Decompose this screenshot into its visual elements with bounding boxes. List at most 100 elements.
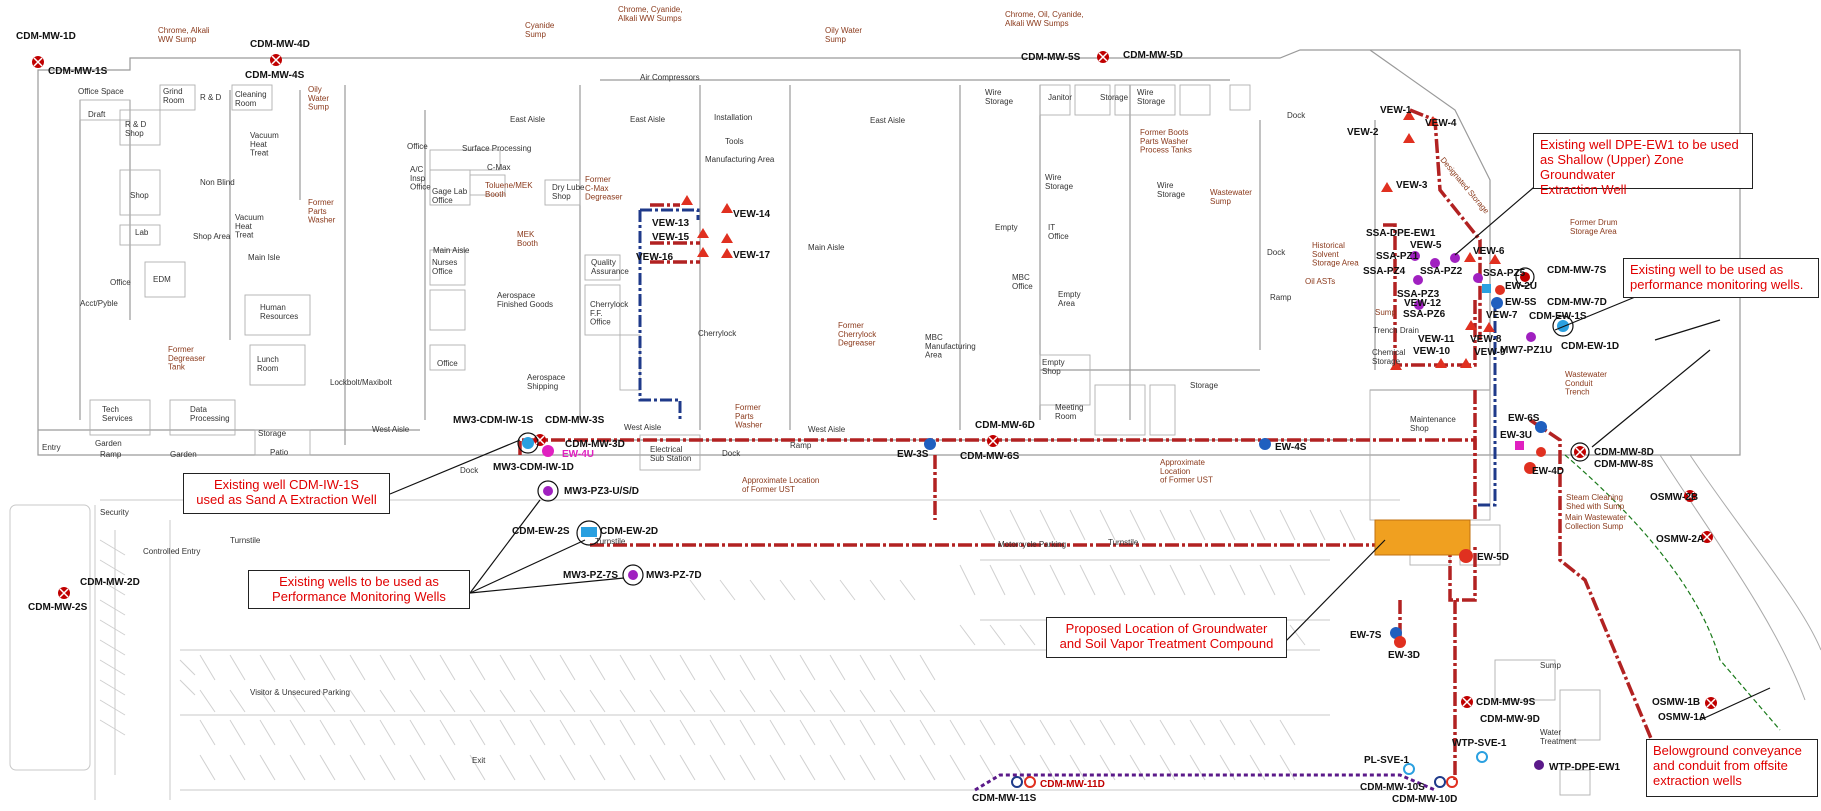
feature-oil-asts: Oil ASTs bbox=[1305, 277, 1335, 286]
room-ramp-2: Ramp bbox=[1270, 293, 1292, 302]
label-cdm-mw-1s: CDM-MW-1S bbox=[48, 66, 108, 77]
room-west-aisle-2: West Aisle bbox=[624, 423, 662, 432]
room-storage-2: Storage bbox=[1190, 381, 1219, 390]
room-trench-drain: Trench Drain bbox=[1373, 326, 1419, 335]
label-cdm-mw-6s: CDM-MW-6S bbox=[960, 451, 1020, 462]
label-osmw-2b: OSMW-2B bbox=[1650, 492, 1698, 503]
label-vew-13: VEW-13 bbox=[652, 218, 689, 229]
room-r-and-d: R & D bbox=[200, 93, 222, 102]
label-cdm-mw-4d: CDM-MW-4D bbox=[250, 39, 310, 50]
room-manufacturing: Manufacturing Area bbox=[705, 155, 775, 164]
label-ew-2u: EW-2U bbox=[1505, 281, 1537, 292]
label-ew-7s: EW-7S bbox=[1350, 630, 1382, 641]
room-visitor-parking: Visitor & Unsecured Parking bbox=[250, 688, 350, 697]
label-ew-4u: EW-4U bbox=[562, 449, 594, 460]
room-draft: Draft bbox=[88, 110, 106, 119]
room-lab: Lab bbox=[135, 228, 149, 237]
label-cdm-mw-6d: CDM-MW-6D bbox=[975, 420, 1035, 431]
offsite-conveyance-dashed bbox=[1564, 454, 1781, 731]
label-pl-sve-1: PL-SVE-1 bbox=[1364, 755, 1409, 766]
label-vew-16: VEW-16 bbox=[636, 252, 673, 263]
label-cdm-mw-1d: CDM-MW-1D bbox=[16, 31, 76, 42]
extraction-well-symbols bbox=[517, 284, 1574, 648]
room-east-aisle-3: East Aisle bbox=[870, 116, 906, 125]
label-vew-6: VEW-6 bbox=[1473, 246, 1505, 257]
room-edm: EDM bbox=[153, 275, 171, 284]
label-cdm-mw-3d: CDM-MW-3D bbox=[565, 439, 625, 450]
callout-cdm-iw-1s-text: Existing well CDM-IW-1S used as Sand A E… bbox=[196, 477, 377, 507]
label-ew-5d: EW-5D bbox=[1477, 552, 1509, 563]
room-entry: Entry bbox=[42, 443, 61, 452]
callout-belowground: Belowground conveyance and conduit from … bbox=[1646, 739, 1818, 797]
label-ew-5s: EW-5S bbox=[1505, 297, 1537, 308]
treatment-compound bbox=[1374, 519, 1471, 556]
label-ssa-pz1: SSA-PZ1 bbox=[1376, 251, 1419, 262]
well-labels: CDM-MW-1D CDM-MW-1S CDM-MW-4D CDM-MW-4S … bbox=[16, 31, 1706, 805]
room-cherrylock: Cherrylock bbox=[698, 329, 737, 338]
room-janitor: Janitor bbox=[1048, 93, 1072, 102]
label-ew-4s: EW-4S bbox=[1275, 442, 1307, 453]
label-cdm-mw-4s: CDM-MW-4S bbox=[245, 70, 305, 81]
callout-dpe-ew1-text: Existing well DPE-EW1 to be used as Shal… bbox=[1540, 137, 1739, 197]
feature-designated-storage: Designated Storage bbox=[1438, 156, 1491, 216]
room-main-isle: Main Isle bbox=[248, 253, 281, 262]
room-dock: Dock bbox=[460, 466, 479, 475]
room-west-aisle: West Aisle bbox=[372, 425, 410, 434]
room-main-aisle: Main Aisle bbox=[433, 246, 470, 255]
room-turnstile-2: Turnstile bbox=[595, 537, 626, 546]
label-cdm-mw-9d: CDM-MW-9D bbox=[1480, 714, 1540, 725]
label-vew-2: VEW-2 bbox=[1347, 127, 1379, 138]
room-tools: Tools bbox=[725, 137, 744, 146]
label-vew-10: VEW-10 bbox=[1413, 346, 1450, 357]
callout-cdm-iw-1s: Existing well CDM-IW-1S used as Sand A E… bbox=[183, 473, 390, 514]
label-ssa-pz5: SSA-PZ5 bbox=[1483, 268, 1526, 279]
monitoring-well-symbols bbox=[32, 51, 1717, 709]
label-vew-12: VEW-12 bbox=[1404, 298, 1441, 309]
callout-performance-wells: Existing wells to be used as Performance… bbox=[248, 570, 470, 609]
label-cdm-mw-3s: CDM-MW-3S bbox=[545, 415, 605, 426]
room-garden: Garden bbox=[95, 439, 122, 448]
label-cdm-mw-5s: CDM-MW-5S bbox=[1021, 52, 1081, 63]
label-ssa-pz2: SSA-PZ2 bbox=[1420, 266, 1463, 277]
label-wtp-dpe-ew1: WTP-DPE-EW1 bbox=[1549, 762, 1621, 773]
room-dock-2: Dock bbox=[722, 449, 741, 458]
feature-chrome-oil: Chrome, Oil, Cyanide,Alkali WW Sumps bbox=[1005, 10, 1084, 28]
callout-performance-wells-text: Existing wells to be used as Performance… bbox=[272, 574, 446, 604]
room-storage-3: Storage bbox=[1100, 93, 1129, 102]
room-garden-2: Garden bbox=[170, 450, 197, 459]
label-cdm-mw-10d: CDM-MW-10D bbox=[1392, 794, 1457, 805]
room-installation: Installation bbox=[714, 113, 752, 122]
label-vew-15: VEW-15 bbox=[652, 232, 689, 243]
label-mw3-pz-7d: MW3-PZ-7D bbox=[646, 570, 702, 581]
label-wtp-sve-1: WTP-SVE-1 bbox=[1452, 738, 1507, 749]
label-mw3-cdm-iw-1d: MW3-CDM-IW-1D bbox=[493, 462, 574, 473]
label-vew-7: VEW-7 bbox=[1486, 310, 1518, 321]
room-east-aisle: East Aisle bbox=[510, 115, 546, 124]
room-empty: Empty bbox=[995, 223, 1018, 232]
label-vew-11: VEW-11 bbox=[1418, 334, 1455, 345]
